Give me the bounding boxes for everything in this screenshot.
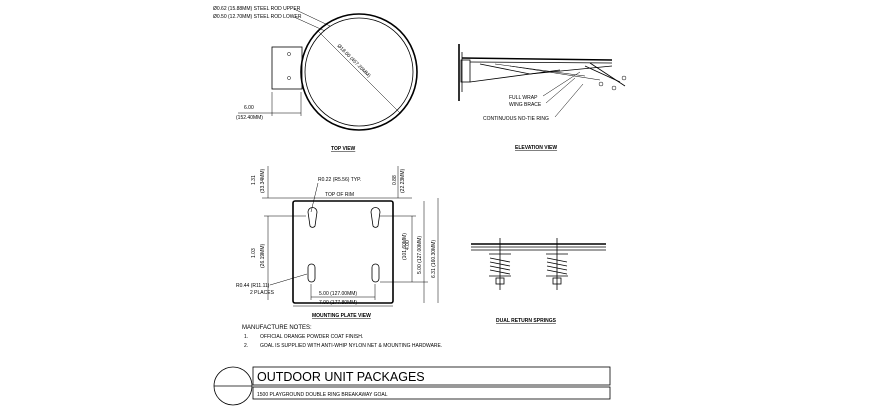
manufacture-notes: MANUFACTURE NOTES: 1. OFFICIAL ORANGE PO… — [242, 325, 442, 349]
slot-count-note: 2 PLACES — [250, 290, 275, 296]
no-tie-ring-label: CONTINUOUS NO-TIE RING — [483, 116, 549, 122]
ring-inner — [304, 17, 414, 127]
dim-top-right-mm: (22.23MM) — [400, 168, 406, 193]
full-wrap-label: FULL WRAP — [509, 95, 538, 101]
width-inner-dimension: 5.00 (127.00MM) — [319, 291, 357, 297]
dim-height: 5.00 (127.00MM) — [417, 236, 423, 274]
offset-dimension: 6.00 — [244, 105, 254, 111]
top-view-caption: TOP VIEW — [331, 146, 356, 152]
note-1-text: OFFICIAL ORANGE POWDER COAT FINISH. — [260, 334, 363, 340]
top-view: Ø0.62 (15.88MM) STEEL ROD UPPER Ø0.50 (1… — [213, 6, 418, 152]
note-2-number: 2. — [244, 343, 248, 349]
springs-caption: DUAL RETURN SPRINGS — [496, 318, 557, 324]
mounting-plate-view: TOP OF RIM R0.22 (R5.56) TYP. 1.31 (33.3… — [236, 166, 439, 319]
notes-heading: MANUFACTURE NOTES: — [242, 325, 312, 331]
dim-left-mm: (26.19MM) — [260, 243, 266, 268]
mounting-plate-caption: MOUNTING PLATE VIEW — [312, 313, 371, 319]
dim-inner-mm: (101.60MM) — [402, 233, 408, 260]
slot-radius-note: R0.44 (R11.11) — [236, 283, 270, 289]
elevation-view-caption: ELEVATION VIEW — [515, 145, 557, 151]
dim-inner: 4.00 — [405, 240, 411, 250]
ring-outer — [300, 13, 418, 131]
rod-lower-label: Ø0.50 (12.70MM) STEEL ROD LOWER — [213, 14, 302, 20]
ring-diameter-label: Ø18.00 (457.20MM) — [336, 43, 372, 79]
note-1-number: 1. — [244, 334, 248, 340]
dim-top-right: 0.88 — [392, 175, 398, 185]
wing-brace-label: WING BRACE — [509, 102, 542, 108]
width-outer-dimension: 7.00 (177.80MM) — [319, 300, 357, 306]
title-block: OUTDOOR UNIT PACKAGES 1500 PLAYGROUND DO… — [213, 366, 611, 406]
offset-dimension-mm: (152.40MM) — [236, 115, 263, 121]
mounting-bracket — [271, 46, 303, 90]
dim-total: 6.31 (160.30MM) — [431, 240, 437, 278]
elevation-view: FULL WRAP WING BRACE CONTINUOUS NO-TIE R… — [458, 44, 627, 151]
spring-right — [546, 238, 568, 290]
mounting-plate — [292, 200, 394, 304]
subtitle-text: 1500 PLAYGROUND DOUBLE RING BREAKAWAY GO… — [257, 392, 388, 398]
hole-radius-note: R0.22 (R5.56) TYP. — [318, 177, 361, 183]
rod-upper-label: Ø0.62 (15.88MM) STEEL ROD UPPER — [213, 6, 301, 12]
title-text: OUTDOOR UNIT PACKAGES — [257, 370, 425, 384]
top-of-rim-label: TOP OF RIM — [325, 192, 354, 198]
note-2-text: GOAL IS SUPPLIED WITH ANTI-WHIP NYLON NE… — [260, 343, 442, 349]
dim-top-left: 1.31 — [251, 175, 257, 185]
dim-top-left-mm: (33.34MM) — [260, 168, 266, 193]
springs-view: DUAL RETURN SPRINGS — [471, 238, 606, 324]
spring-left — [489, 238, 511, 290]
dim-left: 1.03 — [251, 248, 257, 258]
